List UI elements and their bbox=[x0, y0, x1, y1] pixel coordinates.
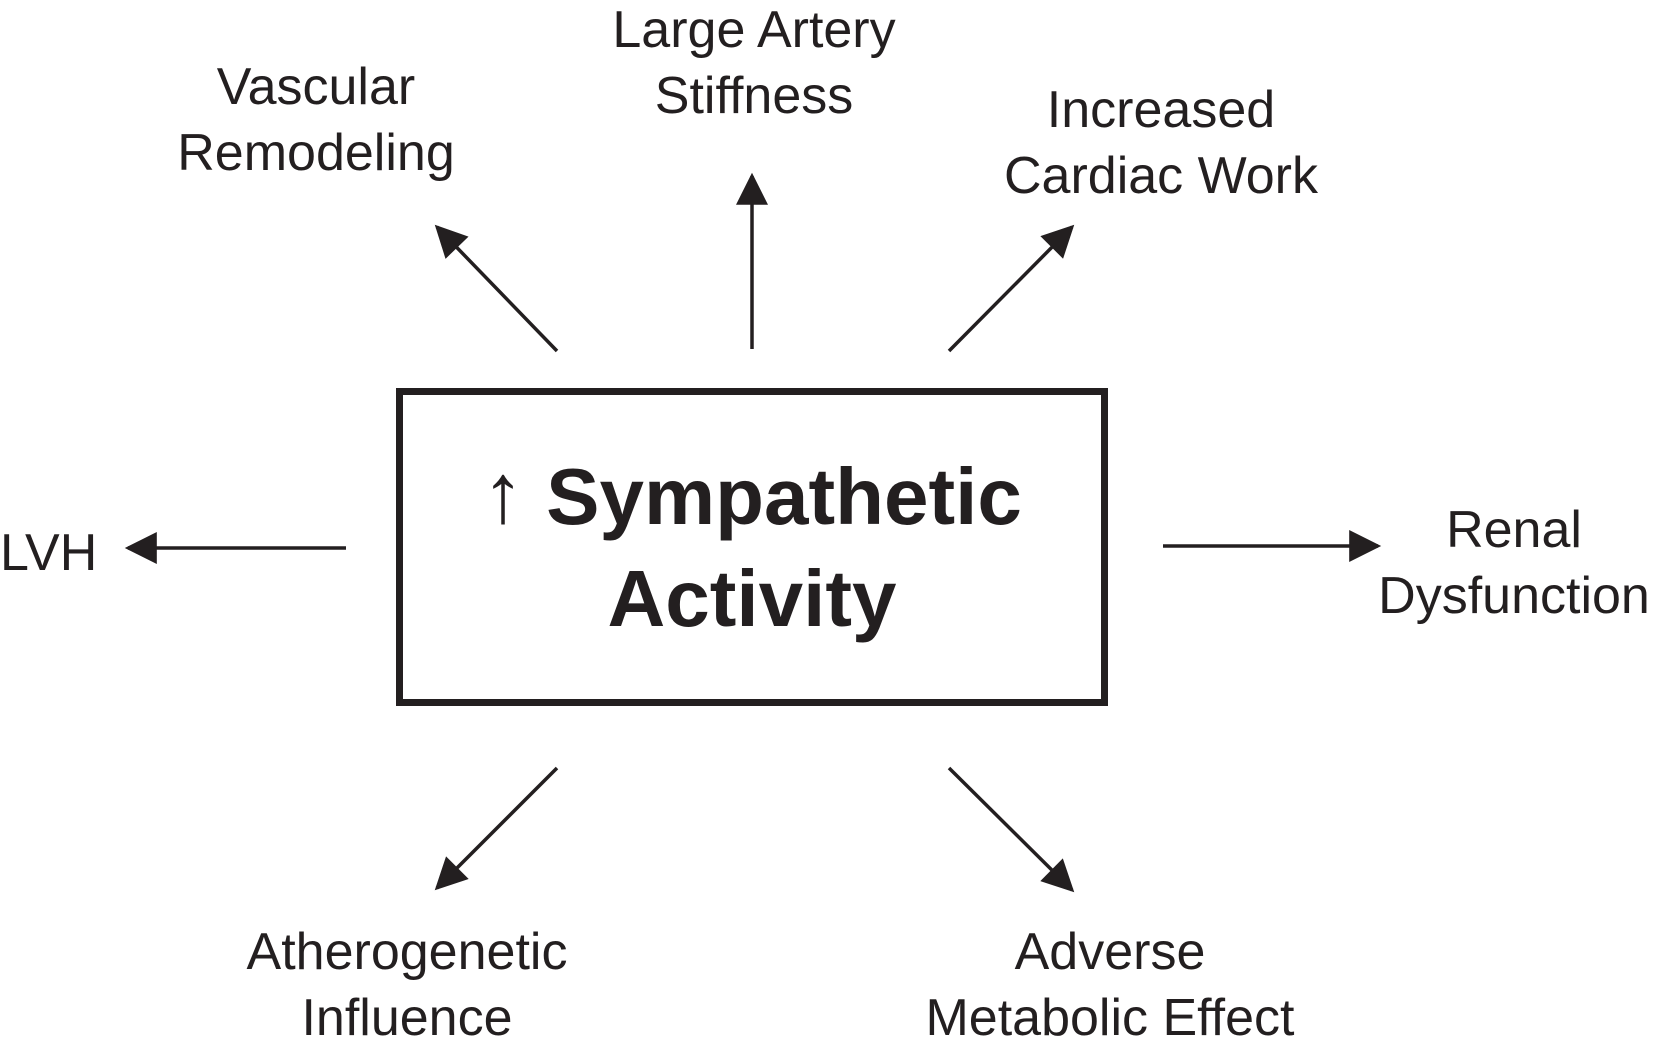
sympathetic-activity-box: ↑Sympathetic Activity bbox=[396, 388, 1108, 706]
arrow-to-increased-cardiac-work bbox=[947, 224, 1075, 353]
label-lvh: LVH bbox=[0, 524, 98, 582]
label-vascular-remodeling: Vascular Remodeling bbox=[177, 58, 455, 182]
label-large-artery-stiffness: Large Artery Stiffness bbox=[612, 1, 896, 125]
center-title-line-2: Activity bbox=[607, 554, 897, 643]
center-title-line-1: ↑Sympathetic bbox=[482, 444, 1022, 548]
arrow-to-adverse-metabolic-effect bbox=[947, 766, 1075, 893]
center-title-word: Sympathetic bbox=[546, 452, 1022, 541]
up-arrow-icon: ↑ bbox=[482, 446, 525, 540]
label-increased-cardiac-work: Increased Cardiac Work bbox=[1003, 81, 1319, 205]
label-renal-dysfunction: Renal Dysfunction bbox=[1378, 501, 1650, 625]
label-atherogenetic-influence: Atherogenetic Influence bbox=[246, 923, 568, 1047]
arrow-to-vascular-remodeling bbox=[434, 224, 559, 353]
label-adverse-metabolic-effect: Adverse Metabolic Effect bbox=[925, 923, 1295, 1047]
arrow-to-atherogenetic-influence bbox=[434, 766, 559, 891]
